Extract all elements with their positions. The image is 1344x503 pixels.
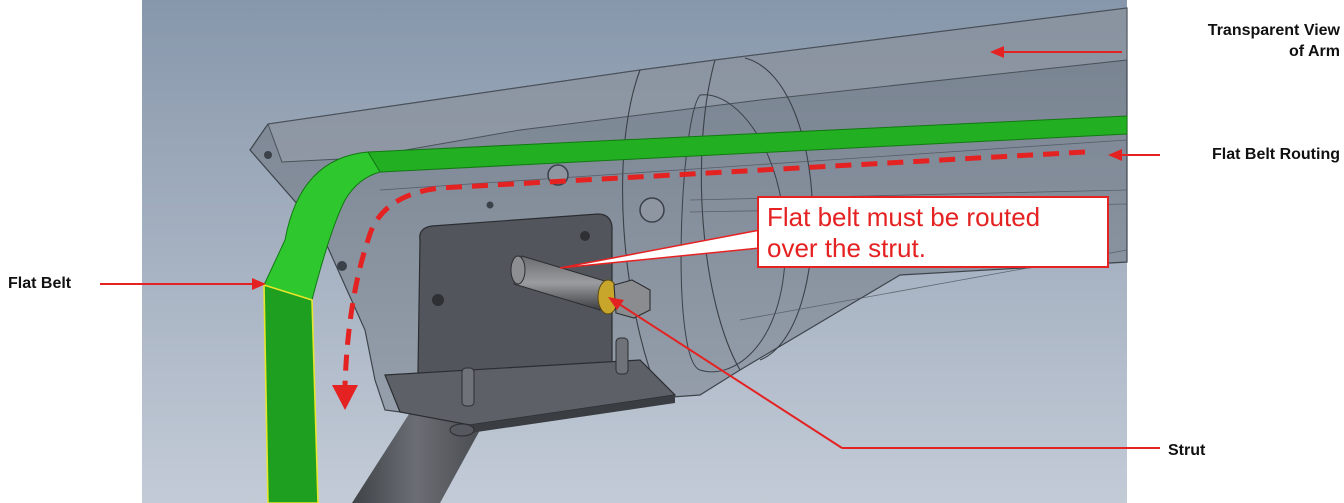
bracket-foot xyxy=(449,423,475,437)
leader-belt xyxy=(100,278,266,290)
callout-line1: Flat belt must be routed xyxy=(767,202,1041,232)
plate-hole xyxy=(580,231,590,241)
arm-hole xyxy=(486,201,494,209)
belt-routing-path xyxy=(342,149,1086,386)
label-flat-belt-routing: Flat Belt Routing xyxy=(1212,146,1340,163)
strut-nut xyxy=(613,279,651,319)
arm-hole xyxy=(264,151,272,159)
flat-belt-vertical xyxy=(263,283,319,503)
leader-strut xyxy=(608,297,1160,449)
label-transparent-view-of-arm: Transparent View of Arm xyxy=(1150,20,1340,62)
support-post xyxy=(352,400,480,503)
label-strut: Strut xyxy=(1168,442,1206,459)
strut-end xyxy=(510,255,526,285)
base-bracket-front xyxy=(470,395,675,433)
label-flat-belt: Flat Belt xyxy=(8,275,72,292)
arm-hole xyxy=(639,197,665,223)
plate-hole xyxy=(432,294,444,306)
belt-routing-arrowhead xyxy=(332,385,358,410)
flat-belt-bend xyxy=(263,151,381,301)
bracket-peg xyxy=(615,337,629,375)
label-arm-line1: Transparent View xyxy=(1207,22,1340,39)
arm-hole xyxy=(337,261,347,271)
leader-arm xyxy=(990,46,1122,58)
callout-line2: over the strut. xyxy=(767,233,926,263)
leader-routing xyxy=(1108,149,1160,161)
callout-box: Flat belt must be routed over the strut. xyxy=(757,196,1109,268)
bracket-peg xyxy=(461,367,475,407)
arm-top-face xyxy=(267,7,1128,163)
label-arm-line2: of Arm xyxy=(1289,43,1340,60)
